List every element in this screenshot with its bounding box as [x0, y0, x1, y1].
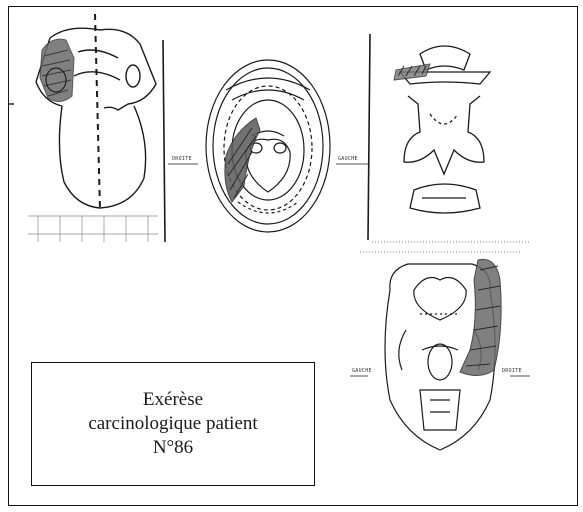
larynx-frontal-drawing: [360, 14, 530, 246]
caption-line-1: Exérèse: [143, 388, 203, 412]
tumor-shading: [225, 118, 260, 202]
caption-line-2: carcinologique patient: [88, 412, 257, 436]
label-gauche-2: GAUCHE: [352, 368, 372, 374]
tumor-shading: [460, 259, 501, 375]
caption-line-3: N°86: [153, 436, 193, 460]
label-droite-2: DROITE: [502, 368, 522, 374]
tumor-shading: [40, 39, 74, 101]
pharynx-posterior-drawing: GAUCHE DROITE: [350, 250, 530, 465]
label-droite: DROITE: [172, 156, 192, 162]
oral-cavity-drawing: DROITE GAUCHE: [168, 52, 368, 242]
tongue-dorsal-drawing: [8, 10, 168, 242]
label-gauche: GAUCHE: [338, 156, 358, 162]
caption-box: Exérèse carcinologique patient N°86: [31, 362, 315, 486]
tumor-shading: [394, 64, 430, 80]
